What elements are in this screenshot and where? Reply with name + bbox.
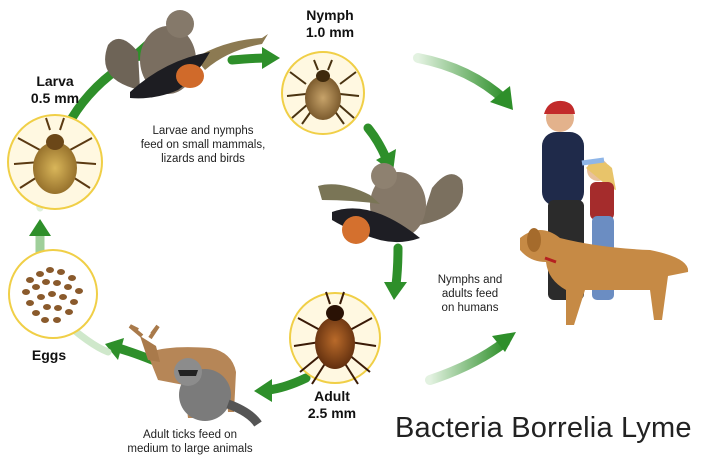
humans-and-dog-group (520, 101, 688, 325)
arrow-adult-to-humans (430, 342, 505, 380)
squirrel-head (166, 10, 194, 38)
footer-title: Bacteria Borrelia Lyme (395, 412, 692, 445)
humans-caption: Nymphs and adults feed on humans (425, 273, 515, 315)
squirrel-bird-lizard-group-top (105, 10, 268, 98)
bird-breast (176, 64, 204, 88)
caption-line: Adult ticks feed on (110, 428, 270, 442)
deer-raccoon-group (130, 326, 258, 424)
cycle-arrows (29, 40, 516, 402)
eggs-title: Eggs (24, 347, 74, 364)
caption-line: feed on small mammals, (128, 138, 278, 152)
squirrel-tail (105, 39, 140, 90)
nymph-size: 1.0 mm (295, 24, 365, 41)
larva-title: Larva (22, 73, 88, 90)
lizard (318, 184, 380, 204)
caption-line: adults feed (425, 287, 515, 301)
arrow-nymph-down (368, 128, 386, 158)
caption-line: lizards and birds (128, 152, 278, 166)
adult-circle (290, 292, 380, 384)
caption-line: Larvae and nymphs (128, 124, 278, 138)
caption-line: medium to large animals (110, 442, 270, 456)
arrow-head (254, 379, 272, 402)
child-torso (590, 182, 614, 220)
squirrel-tail (420, 174, 463, 225)
raccoon-tail (228, 404, 258, 424)
man-cap (540, 101, 575, 116)
squirrel-bird-lizard-group-middle (318, 163, 463, 244)
adult-title: Adult (297, 388, 367, 405)
nymph-title: Nymph (295, 7, 365, 24)
large-hosts-caption: Adult ticks feed on medium to large anim… (110, 428, 270, 456)
arrow-head (262, 47, 280, 69)
child-visor (582, 160, 604, 163)
raccoon-mask (178, 370, 198, 376)
larva-label: Larva 0.5 mm (22, 73, 88, 107)
caption-line: Nymphs and (425, 273, 515, 287)
larva-size: 0.5 mm (22, 90, 88, 107)
eggs-circle (9, 250, 97, 338)
man-torso (542, 132, 584, 206)
arrow-head (29, 219, 51, 236)
lizard (195, 34, 268, 70)
deer-ears (130, 326, 158, 338)
squirrel-head (371, 163, 397, 189)
adult-size: 2.5 mm (297, 405, 367, 422)
arrow-small-hosts-to-adult (396, 248, 398, 285)
bird-breast (342, 216, 370, 244)
adult-label: Adult 2.5 mm (297, 388, 367, 422)
nymph-label: Nymph 1.0 mm (295, 7, 365, 41)
larva-circle (8, 115, 102, 209)
nymph-circle (282, 52, 364, 134)
dog-ear (527, 228, 541, 252)
caption-line: on humans (425, 301, 515, 315)
arrow-head (384, 282, 407, 300)
arrow-nymph-to-humans (418, 58, 505, 100)
small-hosts-caption: Larvae and nymphs feed on small mammals,… (128, 124, 278, 166)
eggs-label: Eggs (24, 347, 74, 364)
